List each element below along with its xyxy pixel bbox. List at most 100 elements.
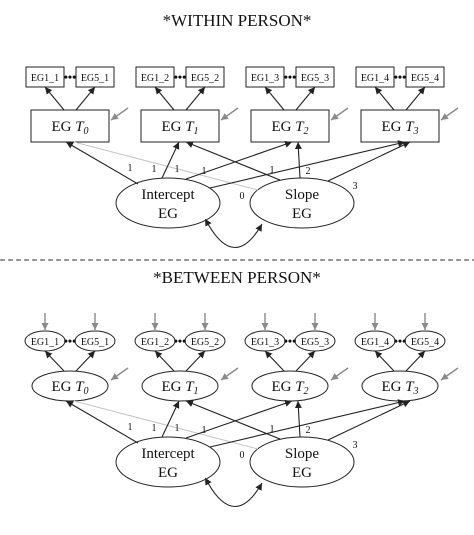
slope-factor-node bbox=[249, 177, 355, 229]
indicator-first-label: EG1_4 bbox=[361, 337, 389, 348]
intercept-loading-arrow bbox=[65, 141, 139, 185]
intercept-loading-value: 1 bbox=[128, 163, 133, 174]
intercept-loading-arrow bbox=[209, 140, 406, 189]
intercept-slope-covariance bbox=[205, 218, 263, 249]
intercept-loading-value: 1 bbox=[128, 422, 133, 433]
slope-loading-arrow bbox=[294, 141, 302, 179]
timepoint-factor-node bbox=[141, 370, 219, 402]
indicator-ellipsis: ••• bbox=[174, 334, 187, 348]
factor-loading-arrow bbox=[154, 350, 175, 372]
timepoint-factor-label: EG T1 bbox=[161, 119, 198, 137]
factor-loading-arrow bbox=[185, 86, 206, 111]
indicator-last-label: EG5_2 bbox=[191, 337, 219, 348]
intercept-loading-arrow bbox=[65, 400, 139, 444]
intercept-loading-value: 1 bbox=[152, 423, 157, 434]
factor-loading-arrow bbox=[374, 86, 395, 111]
intercept-label-line1: Intercept bbox=[141, 446, 195, 462]
intercept-factor-node bbox=[115, 436, 221, 488]
slope-loading-arrow bbox=[327, 141, 411, 182]
indicator-last-label: EG5_1 bbox=[81, 73, 109, 84]
factor-loading-arrow bbox=[295, 350, 316, 372]
factor-loading-arrow bbox=[295, 86, 316, 111]
slope-loading-arrow bbox=[73, 400, 259, 450]
intercept-factor-node bbox=[115, 177, 221, 229]
timepoint-factor-label: EG T1 bbox=[161, 379, 198, 397]
intercept-label-line1: Intercept bbox=[141, 187, 195, 203]
slope-loading-value: 0 bbox=[240, 450, 245, 461]
slope-loading-arrow bbox=[73, 141, 259, 191]
indicator-first-label: EG1_2 bbox=[141, 337, 169, 348]
factor-loading-arrow bbox=[44, 350, 65, 372]
timepoint-factor-label: EG T0 bbox=[51, 119, 88, 137]
intercept-loading-arrow bbox=[185, 400, 293, 439]
intercept-loading-value: 1 bbox=[202, 166, 207, 177]
intercept-loading-arrow bbox=[161, 400, 180, 438]
slope-loading-value: 3 bbox=[353, 440, 358, 451]
indicator-first-label: EG1_3 bbox=[251, 73, 279, 84]
timepoint-factor-node bbox=[360, 109, 440, 143]
slope-loading-value: 3 bbox=[353, 181, 358, 192]
factor-residual-arrow bbox=[220, 367, 239, 381]
slope-label-line2: EG bbox=[292, 206, 312, 222]
factor-loading-arrow bbox=[264, 350, 285, 372]
factor-residual-arrow bbox=[330, 107, 349, 121]
slope-label-line1: Slope bbox=[285, 187, 320, 203]
between-person-title: *BETWEEN PERSON* bbox=[153, 268, 321, 287]
indicator-last-label: EG5_1 bbox=[81, 337, 109, 348]
timepoint-factor-node bbox=[140, 109, 220, 143]
indicator-first-label: EG1_1 bbox=[31, 337, 59, 348]
factor-loading-arrow bbox=[44, 86, 65, 111]
intercept-loading-value: 1 bbox=[202, 425, 207, 436]
timepoint-factor-label: EG T2 bbox=[271, 379, 308, 397]
factor-residual-arrow bbox=[440, 367, 459, 381]
factor-residual-arrow bbox=[440, 107, 459, 121]
indicator-last-label: EG5_4 bbox=[411, 73, 439, 84]
indicator-ellipsis: ••• bbox=[174, 70, 187, 84]
within-person-title: *WITHIN PERSON* bbox=[163, 11, 312, 30]
slope-label-line1: Slope bbox=[285, 446, 320, 462]
factor-residual-arrow bbox=[220, 107, 239, 121]
factor-loading-arrow bbox=[75, 86, 96, 111]
indicator-first-label: EG1_2 bbox=[141, 73, 169, 84]
intercept-loading-value: 1 bbox=[175, 164, 180, 175]
indicator-last-label: EG5_2 bbox=[191, 73, 219, 84]
indicator-ellipsis: ••• bbox=[284, 334, 297, 348]
intercept-slope-covariance bbox=[205, 477, 263, 508]
indicator-first-label: EG1_4 bbox=[361, 73, 389, 84]
slope-loading-arrow bbox=[185, 400, 281, 440]
intercept-loading-arrow bbox=[185, 141, 293, 180]
indicator-last-label: EG5_3 bbox=[301, 337, 329, 348]
intercept-loading-arrow bbox=[209, 399, 406, 448]
indicator-ellipsis: ••• bbox=[64, 334, 77, 348]
factor-loading-arrow bbox=[75, 350, 96, 372]
slope-loading-arrow bbox=[185, 141, 281, 181]
indicator-last-label: EG5_4 bbox=[411, 337, 439, 348]
indicator-last-label: EG5_3 bbox=[301, 73, 329, 84]
slope-factor-node bbox=[249, 436, 355, 488]
timepoint-factor-label: EG T2 bbox=[271, 119, 308, 137]
factor-loading-arrow bbox=[374, 350, 395, 372]
slope-loading-value: 2 bbox=[306, 425, 311, 436]
indicator-ellipsis: ••• bbox=[284, 70, 297, 84]
slope-loading-value: 2 bbox=[306, 166, 311, 177]
factor-residual-arrow bbox=[330, 367, 349, 381]
intercept-loading-value: 1 bbox=[175, 423, 180, 434]
between-person-model: EG1_1 EG5_1 ••• EG T0 EG1_2 EG5_2 ••• EG T1 EG1_… bbox=[24, 313, 459, 508]
slope-label-line2: EG bbox=[292, 465, 312, 481]
indicator-ellipsis: ••• bbox=[394, 70, 407, 84]
slope-loading-value: 1 bbox=[270, 424, 275, 435]
timepoint-factor-label: EG T3 bbox=[381, 119, 418, 137]
factor-residual-arrow bbox=[110, 107, 129, 121]
intercept-loading-arrow bbox=[161, 141, 180, 179]
slope-loading-arrow bbox=[327, 400, 411, 441]
slope-loading-value: 0 bbox=[240, 191, 245, 202]
factor-loading-arrow bbox=[264, 86, 285, 111]
slope-loading-arrow bbox=[294, 400, 302, 438]
intercept-loading-value: 1 bbox=[152, 164, 157, 175]
intercept-label-line2: EG bbox=[158, 465, 178, 481]
factor-loading-arrow bbox=[185, 350, 206, 372]
timepoint-factor-label: EG T0 bbox=[51, 379, 88, 397]
timepoint-factor-node bbox=[250, 109, 330, 143]
